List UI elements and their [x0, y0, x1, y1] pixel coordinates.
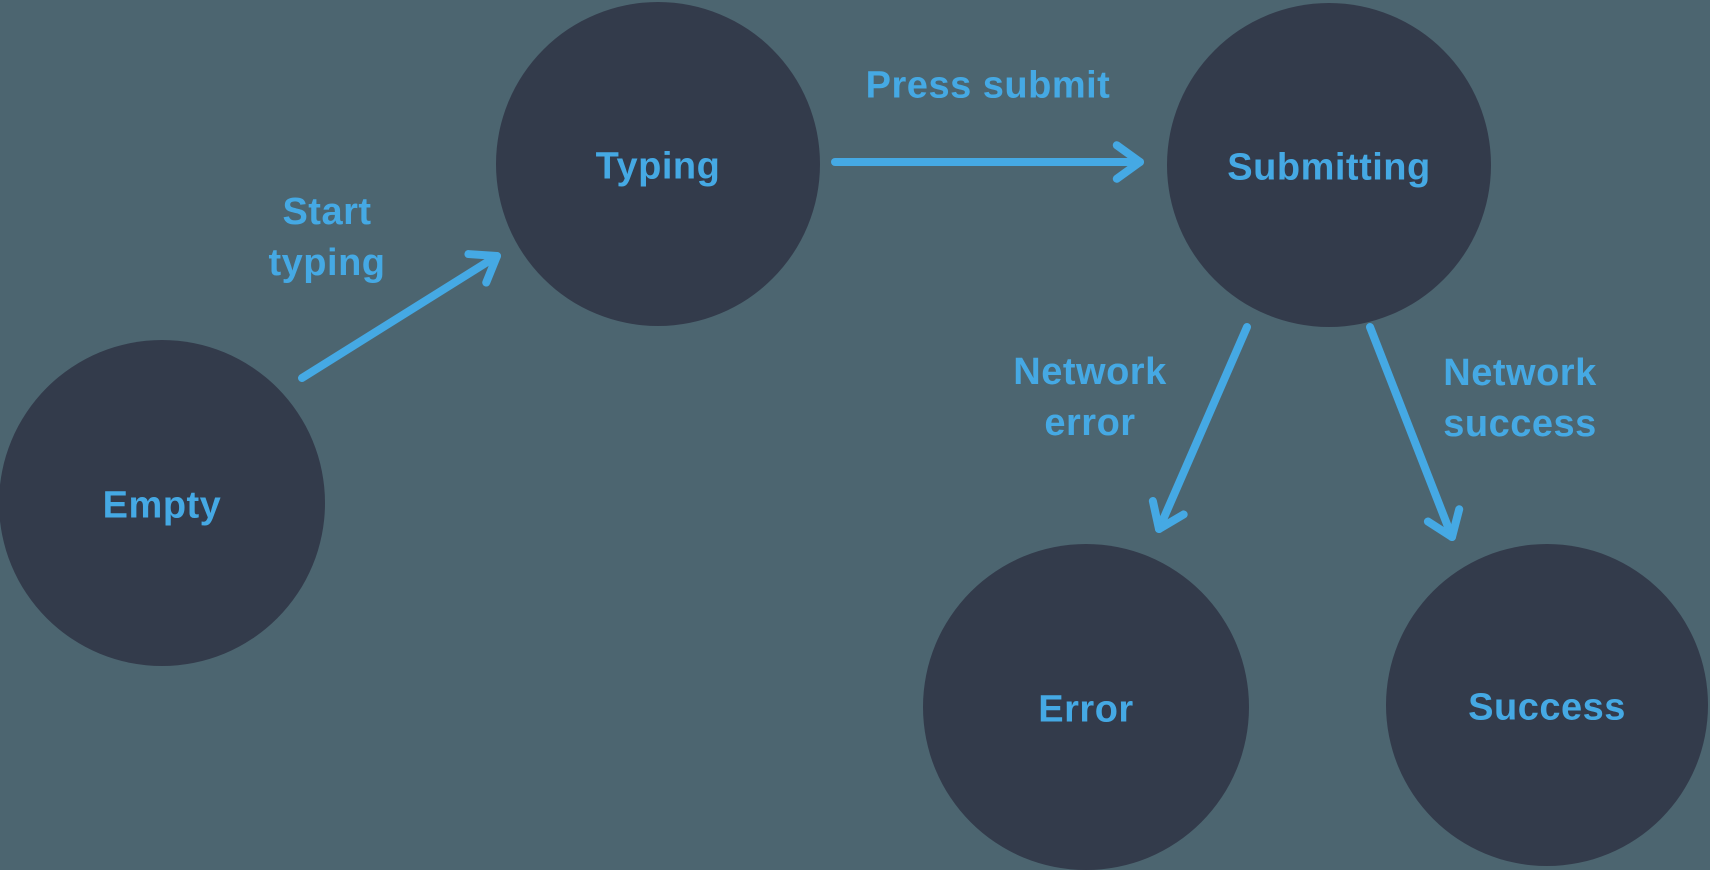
node-error [923, 544, 1249, 870]
node-label-error: Error [1038, 688, 1134, 731]
edge-arrow-network-success [1366, 323, 1464, 542]
node-success [1386, 544, 1708, 866]
edge-label-line: error [1044, 402, 1136, 444]
edge-label-press-submit: Press submit [866, 61, 1111, 112]
edge-arrow-start-typing [298, 250, 502, 382]
node-typing [496, 2, 820, 326]
edge-label-line: Start [282, 191, 372, 233]
edge-label-line: success [1443, 403, 1597, 445]
node-label-submitting: Submitting [1227, 146, 1431, 189]
node-label-typing: Typing [595, 145, 721, 188]
edge-label-network-error: Network error [1013, 347, 1166, 449]
edge-arrow-network-error [1148, 323, 1251, 534]
node-label-success: Success [1468, 686, 1626, 729]
edge-label-network-success: Network success [1443, 348, 1597, 450]
node-label-empty: Empty [102, 484, 222, 527]
edge-label-line: Press submit [865, 64, 1111, 107]
edge-label-line: Network [1443, 352, 1597, 394]
edge-label-line: typing [268, 242, 386, 284]
node-empty [0, 340, 325, 666]
edge-label-start-typing: Start typing [269, 187, 386, 289]
edge-label-line: Network [1013, 351, 1167, 393]
node-submitting [1167, 3, 1491, 327]
